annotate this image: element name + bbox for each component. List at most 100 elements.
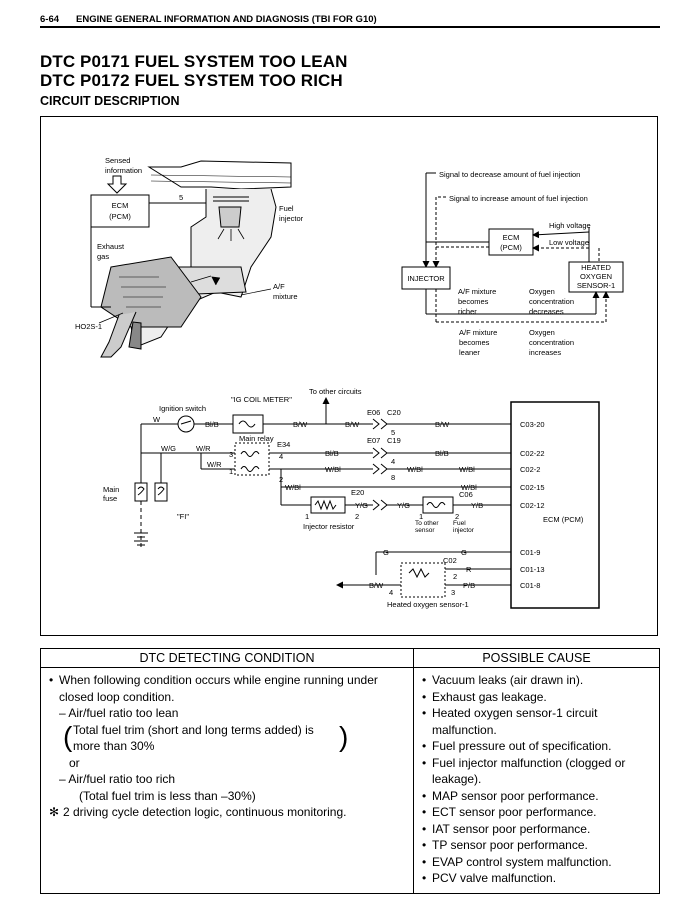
fuel-system-illustration: Sensed information ECM (PCM) 5 Fuel inje… bbox=[75, 156, 304, 358]
svg-text:Oxygen: Oxygen bbox=[529, 287, 555, 296]
svg-text:C01-8: C01-8 bbox=[520, 581, 540, 590]
svg-text:richer: richer bbox=[458, 307, 477, 316]
svg-text:C02-2: C02-2 bbox=[520, 465, 540, 474]
cause-item: leakage). bbox=[432, 772, 482, 786]
svg-text:Signal to increase amount of f: Signal to increase amount of fuel inject… bbox=[449, 194, 588, 203]
cause-item: PCV valve malfunction. bbox=[432, 871, 557, 885]
cause-item: MAP sensor poor performance. bbox=[432, 788, 599, 803]
svg-text:3: 3 bbox=[229, 450, 233, 459]
svg-text:A/F: A/F bbox=[273, 282, 285, 291]
svg-text:becomes: becomes bbox=[459, 338, 490, 347]
svg-text:C02-22: C02-22 bbox=[520, 449, 545, 458]
svg-text:INJECTOR: INJECTOR bbox=[407, 274, 445, 283]
svg-text:"FI": "FI" bbox=[177, 512, 189, 521]
svg-text:Bl/B: Bl/B bbox=[205, 420, 219, 429]
section-title: ENGINE GENERAL INFORMATION AND DIAGNOSIS… bbox=[76, 14, 377, 25]
cond-line: Total fuel trim (short and long terms ad… bbox=[73, 722, 314, 737]
svg-text:SENSOR-1: SENSOR-1 bbox=[577, 281, 615, 290]
svg-text:8: 8 bbox=[391, 473, 395, 482]
cause-item: Exhaust gas leakage. bbox=[432, 689, 547, 704]
page-number: 6-64 bbox=[40, 14, 60, 25]
svg-text:B/W: B/W bbox=[293, 420, 308, 429]
svg-text:G: G bbox=[461, 548, 467, 557]
loop-ecm-box bbox=[488, 228, 534, 256]
svg-text:Low voltage: Low voltage bbox=[549, 238, 589, 247]
svg-text:C01-9: C01-9 bbox=[520, 548, 540, 557]
cond-line: 2 driving cycle detection logic, continu… bbox=[63, 805, 347, 819]
col-possible-cause: POSSIBLE CAUSE bbox=[413, 648, 660, 668]
cond-line: – Air/fuel ratio too rich bbox=[59, 772, 176, 786]
cond-line: When following condition occurs while en… bbox=[59, 673, 378, 687]
cause-item: IAT sensor poor performance. bbox=[432, 821, 591, 836]
cause-item: TP sensor poor performance. bbox=[432, 838, 588, 852]
svg-text:B/W: B/W bbox=[345, 420, 360, 429]
svg-text:concentration: concentration bbox=[529, 338, 574, 347]
svg-text:C03-20: C03-20 bbox=[520, 420, 545, 429]
diagram-frame: Sensed information ECM (PCM) 5 Fuel inje… bbox=[40, 116, 658, 636]
svg-text:increases: increases bbox=[529, 348, 561, 357]
svg-text:1: 1 bbox=[229, 467, 233, 476]
svg-text:W/Bl: W/Bl bbox=[325, 465, 341, 474]
svg-text:(PCM): (PCM) bbox=[500, 243, 522, 252]
svg-text:Y/G: Y/G bbox=[397, 501, 410, 510]
svg-text:Injector resistor: Injector resistor bbox=[303, 522, 355, 531]
svg-text:P/B: P/B bbox=[463, 581, 475, 590]
circuit-description-heading: CIRCUIT DESCRIPTION bbox=[40, 94, 180, 108]
svg-text:E34: E34 bbox=[277, 440, 290, 449]
svg-text:mixture: mixture bbox=[273, 292, 298, 301]
svg-text:5: 5 bbox=[391, 428, 395, 437]
svg-text:C19: C19 bbox=[387, 436, 401, 445]
svg-text:C20: C20 bbox=[387, 408, 401, 417]
svg-text:A/F mixture: A/F mixture bbox=[459, 328, 497, 337]
svg-text:Exhaust: Exhaust bbox=[97, 242, 125, 251]
svg-text:Main: Main bbox=[103, 485, 119, 494]
svg-text:W/G: W/G bbox=[161, 444, 176, 453]
svg-text:W/R: W/R bbox=[196, 444, 211, 453]
svg-text:B/W: B/W bbox=[435, 420, 450, 429]
svg-text:W/Bl: W/Bl bbox=[407, 465, 423, 474]
title-p0172: DTC P0172 FUEL SYSTEM TOO RICH bbox=[40, 71, 343, 90]
svg-text:Fuel: Fuel bbox=[453, 520, 466, 527]
wiring-diagram: ECM (PCM) To other circuits "IG COIL MET… bbox=[103, 387, 600, 609]
svg-text:4: 4 bbox=[391, 457, 395, 466]
svg-text:G: G bbox=[383, 548, 389, 557]
svg-text:C02-12: C02-12 bbox=[520, 501, 545, 510]
svg-text:W/R: W/R bbox=[207, 460, 222, 469]
cause-item: Heated oxygen sensor-1 circuit bbox=[432, 706, 598, 720]
col-detecting-condition: DTC DETECTING CONDITION bbox=[40, 648, 414, 668]
cond-line: (Total fuel trim is less than –30%) bbox=[79, 788, 256, 803]
dtc-table: DTC DETECTING CONDITION POSSIBLE CAUSE •… bbox=[40, 648, 660, 894]
svg-text:E20: E20 bbox=[351, 488, 364, 497]
cond-line: or bbox=[69, 755, 80, 770]
svg-text:"IG COIL METER": "IG COIL METER" bbox=[231, 395, 292, 404]
svg-text:ECM: ECM bbox=[503, 233, 520, 242]
svg-text:C02: C02 bbox=[443, 556, 457, 565]
feedback-loop-diagram: Signal to decrease amount of fuel inject… bbox=[401, 170, 624, 357]
svg-text:fuse: fuse bbox=[103, 494, 117, 503]
svg-text:1: 1 bbox=[305, 512, 309, 521]
cond-line: – Air/fuel ratio too lean bbox=[59, 706, 179, 720]
svg-text:C06: C06 bbox=[459, 490, 473, 499]
svg-text:C02-15: C02-15 bbox=[520, 483, 545, 492]
cause-item: Fuel injector malfunction (clogged or bbox=[432, 755, 626, 770]
detecting-condition-cell: •When following condition occurs while e… bbox=[40, 667, 414, 894]
svg-text:Heated oxygen sensor-1: Heated oxygen sensor-1 bbox=[387, 600, 469, 609]
svg-text:leaner: leaner bbox=[459, 348, 480, 357]
svg-text:gas: gas bbox=[97, 252, 109, 261]
svg-text:ECM: ECM bbox=[112, 201, 129, 210]
svg-text:3: 3 bbox=[451, 588, 455, 597]
svg-text:4: 4 bbox=[389, 588, 393, 597]
cause-item: ECT sensor poor performance. bbox=[432, 805, 597, 819]
sensed-info-label: Sensed bbox=[105, 156, 130, 165]
svg-text:1: 1 bbox=[419, 512, 423, 521]
circuit-diagram: Sensed information ECM (PCM) 5 Fuel inje… bbox=[75, 156, 624, 609]
ho2s-label: HO2S-1 bbox=[75, 322, 102, 331]
svg-text:Fuel: Fuel bbox=[279, 204, 294, 213]
svg-text:W: W bbox=[153, 415, 161, 424]
svg-text:A/F mixture: A/F mixture bbox=[458, 287, 496, 296]
svg-text:W/Bl: W/Bl bbox=[461, 483, 477, 492]
cause-item: Vacuum leaks (air drawn in). bbox=[432, 673, 584, 687]
svg-text:Y/G: Y/G bbox=[355, 501, 368, 510]
svg-text:Oxygen: Oxygen bbox=[529, 328, 555, 337]
cause-item: Fuel pressure out of specification. bbox=[432, 739, 612, 753]
